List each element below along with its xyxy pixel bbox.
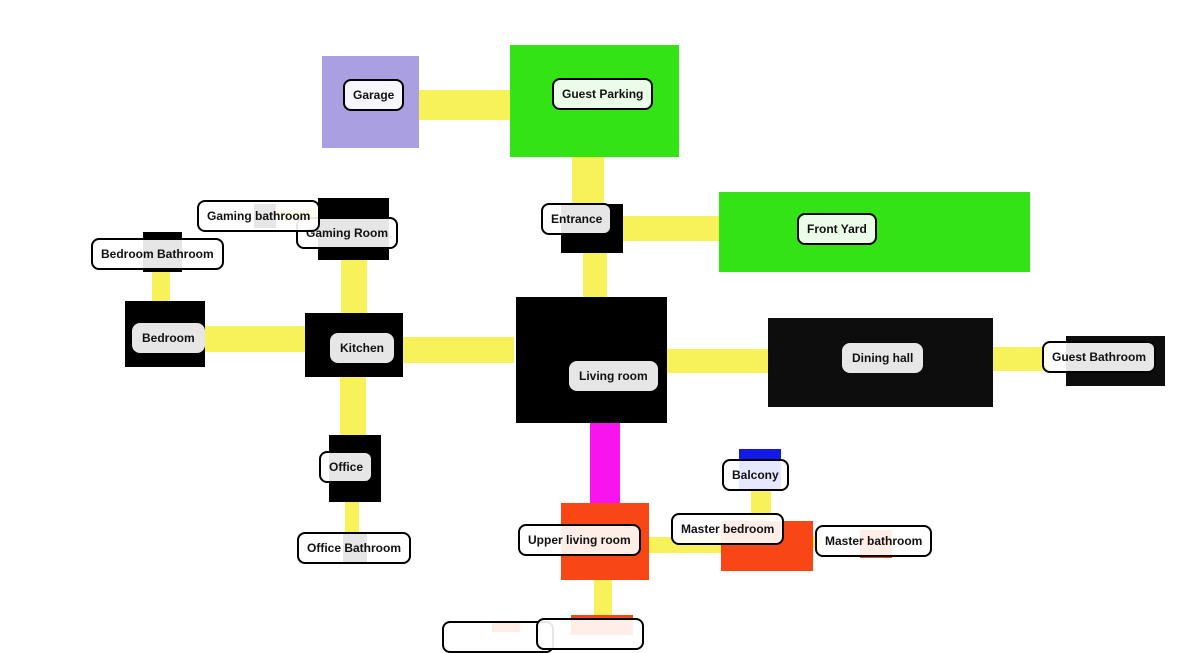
connector-entrance-front-yard xyxy=(621,216,721,241)
connector-bedroom-bathroom-bedroom xyxy=(152,268,170,302)
label-lower-room[interactable] xyxy=(536,618,644,650)
connector-gaming-room-kitchen xyxy=(341,259,367,315)
connector-dining-hall-guest-bathroom xyxy=(988,347,1048,371)
label-living-room[interactable]: Living room xyxy=(569,361,658,391)
label-garage[interactable]: Garage xyxy=(343,79,405,111)
label-balcony[interactable]: Balcony xyxy=(722,459,789,491)
connector-entrance-living-room xyxy=(583,253,607,299)
connector-kitchen-living-room xyxy=(402,337,514,363)
connector-bedroom-kitchen xyxy=(203,326,307,352)
label-kitchen[interactable]: Kitchen xyxy=(330,333,395,363)
connector-kitchen-office xyxy=(340,375,366,437)
floor-plan-diagram: Garage Guest Parking Entrance Front Yard… xyxy=(91,45,1165,653)
label-front-yard[interactable]: Front Yard xyxy=(797,213,877,245)
room-living-room[interactable] xyxy=(516,297,667,423)
label-office[interactable]: Office xyxy=(319,451,374,483)
label-upper-living-room[interactable]: Upper living room xyxy=(518,524,641,556)
label-entrance[interactable]: Entrance xyxy=(541,203,613,235)
label-master-bathroom[interactable]: Master bathroom xyxy=(815,525,933,557)
label-office-bathroom[interactable]: Office Bathroom xyxy=(297,532,412,564)
label-gaming-room[interactable]: Gaming Room xyxy=(296,217,399,249)
connector-guest-parking-entrance xyxy=(572,155,604,207)
label-bedroom-bathroom[interactable]: Bedroom Bathroom xyxy=(91,238,224,270)
label-guest-parking[interactable]: Guest Parking xyxy=(552,78,654,110)
connector-living-room-upper-living-room xyxy=(590,420,620,504)
label-dining-hall[interactable]: Dining hall xyxy=(842,343,924,373)
connector-garage-guest-parking xyxy=(416,90,512,120)
connector-office-office-bathroom xyxy=(345,500,359,534)
label-gaming-bathroom[interactable]: Gaming bathroom xyxy=(197,200,321,232)
connector-upper-living-room-lower-room xyxy=(594,578,612,618)
connector-living-room-dining-hall xyxy=(665,349,771,373)
label-master-bedroom[interactable]: Master bedroom xyxy=(671,513,785,545)
label-guest-bathroom[interactable]: Guest Bathroom xyxy=(1042,341,1157,373)
label-bedroom[interactable]: Bedroom xyxy=(132,323,205,353)
